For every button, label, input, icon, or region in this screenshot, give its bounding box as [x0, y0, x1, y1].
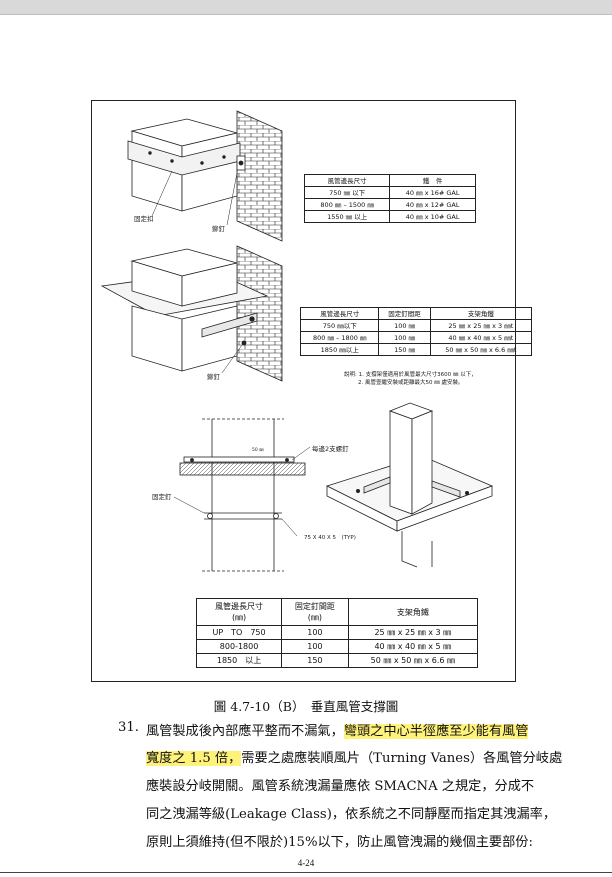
table-angle-iron-wall: 風管邊長尺寸 固定釘間距 支架角鐵 750 ㎜以下 100 ㎜ 25 ㎜ x 2…: [299, 307, 533, 356]
t3-header-spacing: 固定釘間距 (㎜): [281, 598, 349, 626]
note-line: 2. 風管壹繼安裝或距離最大50 ㎜ 處安裝。: [358, 380, 464, 386]
label-angle-iron: 75 X 40 X 5 (TYP): [304, 535, 356, 541]
t1-cell: 800 ㎜ – 1500 ㎜: [303, 198, 391, 211]
table-row: 800 ㎜ – 1800 ㎜ 100 ㎜ 40 ㎜ x 40 ㎜ x 5 ㎜t: [299, 331, 533, 344]
t1-cell: 40 ㎜ x 12# GAL: [389, 198, 476, 211]
t1-cell: 40 ㎜ x 16# GAL: [389, 186, 476, 199]
viewer-toolbar: [0, 0, 612, 15]
t2-cell: 100 ㎜: [378, 331, 431, 344]
leader-bolts: [291, 446, 311, 461]
duct-middle: [100, 248, 269, 372]
t3-header-angle: 支架角鐵: [347, 598, 479, 626]
table-row: 750 ㎜ 以下 40 ㎜ x 16# GAL: [303, 186, 476, 199]
figure-caption: 圖 4.7-10（B） 垂直風管支撐圖: [213, 699, 399, 714]
highlighted-text: 寬度之 1.5 倍，: [146, 751, 242, 766]
t3-cell: 50 ㎜ x 50 ㎜ x 6.6 ㎜: [347, 653, 479, 668]
table-row: UP TO 750 100 25 ㎜ x 25 ㎜ x 3 ㎜: [195, 625, 479, 640]
table-row: 1550 ㎜ 以上 40 ㎜ x 10# GAL: [303, 210, 476, 223]
t2-cell: 800 ㎜ – 1800 ㎜: [299, 331, 380, 344]
t3-header-size: 風管邊長尺寸 (㎜): [195, 598, 283, 626]
t3-cell: 150: [281, 653, 349, 668]
table2-notes: 說明: 1. 支撐架僅適用於風管最大尺寸3600 ㎜ 以下， 2. 風管壹繼安裝…: [344, 371, 477, 387]
table-row: 750 ㎜以下 100 ㎜ 25 ㎜ x 25 ㎜ x 3 ㎜t: [299, 319, 533, 332]
t3-cell: 40 ㎜ x 40 ㎜ x 5 ㎜: [347, 639, 479, 654]
t1-cell: 1550 ㎜ 以上: [303, 210, 391, 223]
floor-isometric-right: [325, 402, 494, 568]
t1-cell: 40 ㎜ x 10# GAL: [389, 210, 476, 223]
paragraph-line-2: 寬度之 1.5 倍，需要之處應裝順風片（Turning Vanes）各風管分岐處: [146, 747, 562, 766]
t2-cell: 100 ㎜: [378, 319, 431, 332]
label-fixing-clip: 固定扣: [134, 215, 154, 223]
t3-cell: UP TO 750: [195, 625, 283, 640]
label-dim-50: 50 ㎜: [252, 448, 264, 453]
t3-cell: 800-1800: [195, 639, 283, 654]
t2-cell: 25 ㎜ x 25 ㎜ x 3 ㎜t: [429, 319, 533, 332]
label-rivet-1: 鉚釘: [212, 225, 225, 233]
highlighted-text: 彎頭之中心半徑應至少能有風管: [343, 724, 529, 739]
t3-cell: 100: [281, 639, 349, 654]
label-rivet-2: 鉚釘: [207, 373, 220, 381]
leader-rivet-2: [221, 344, 243, 374]
paragraph-line-5: 原則上須維持(但不限於)15%以下，防止風管洩漏的幾個主要部份:: [146, 835, 533, 850]
figure-frame: 風管邊長尺寸 鐵 件 750 ㎜ 以下 40 ㎜ x 16# GAL 800 ㎜…: [91, 100, 533, 682]
t2-cell: 50 ㎜ x 50 ㎜ x 6.6 ㎜t: [429, 343, 533, 356]
t1-cell: 750 ㎜ 以下: [303, 186, 391, 199]
leader-fixing-clip: [151, 170, 173, 217]
text-span: 需要之處應裝順風片（Turning Vanes）各風管分岐處: [241, 751, 563, 766]
t2-cell: 40 ㎜ x 40 ㎜ x 5 ㎜t: [429, 331, 533, 344]
table-galv-strip: 風管邊長尺寸 鐵 件 750 ㎜ 以下 40 ㎜ x 16# GAL 800 ㎜…: [303, 174, 476, 223]
duct-support-drawing: [100, 110, 494, 572]
t2-header-angle: 支架角鐵: [429, 307, 533, 320]
t2-header-size: 風管邊長尺寸: [299, 307, 380, 320]
t2-cell: 150 ㎜: [378, 343, 431, 356]
t3-cell: 1850 以上: [195, 653, 283, 668]
page-bottom-divider: [0, 872, 612, 873]
duct-top: [127, 118, 246, 212]
t1-header-iron: 鐵 件: [389, 174, 476, 187]
note-line: 說明: 1. 支撐架僅適用於風管最大尺寸3600 ㎜ 以下，: [344, 372, 477, 378]
t2-cell: 1850 ㎜以上: [299, 343, 380, 356]
t3-cell: 100: [281, 625, 349, 640]
table-row: 1850 以上 150 50 ㎜ x 50 ㎜ x 6.6 ㎜: [195, 653, 479, 668]
t3-cell: 25 ㎜ x 25 ㎜ x 3 ㎜: [347, 625, 479, 640]
table-row: 800-1800 100 40 ㎜ x 40 ㎜ x 5 ㎜: [195, 639, 479, 654]
paragraph-line-1: 風管製成後內部應平整而不漏氣，彎頭之中心半徑應至少能有風管: [146, 720, 529, 739]
paragraph-number: 31.: [118, 720, 139, 735]
t2-cell: 750 ㎜以下: [299, 319, 380, 332]
text-span: 風管製成後內部應平整而不漏氣，: [146, 724, 344, 739]
table-row: 800 ㎜ – 1500 ㎜ 40 ㎜ x 12# GAL: [303, 198, 476, 211]
brick-wall-middle: [236, 245, 283, 382]
label-fixing-nail: 固定釘: [152, 493, 172, 501]
label-bolts: 每邊2支螺釘: [312, 445, 349, 453]
paragraph-line-3: 應裝設分岐開關。風管系統洩漏量應依 SMACNA 之規定，分成不: [146, 779, 535, 794]
table-row: 1850 ㎜以上 150 ㎜ 50 ㎜ x 50 ㎜ x 6.6 ㎜t: [299, 343, 533, 356]
paragraph-line-4: 同之洩漏等級(Leakage Class)，依系統之不同靜壓而指定其洩漏率，: [146, 807, 557, 822]
floor-section-left: [179, 418, 306, 572]
leader-rivet-1: [226, 172, 238, 226]
t1-header-size: 風管邊長尺寸: [303, 174, 391, 187]
leader-fixing-nail: [173, 496, 205, 514]
t2-header-spacing: 固定釘間距: [378, 307, 431, 320]
brick-wall-top: [236, 110, 283, 242]
table-floor-support: 風管邊長尺寸 (㎜) 固定釘間距 (㎜) 支架角鐵 UP TO 750 100 …: [195, 598, 479, 668]
page-number: 4-24: [297, 858, 315, 868]
